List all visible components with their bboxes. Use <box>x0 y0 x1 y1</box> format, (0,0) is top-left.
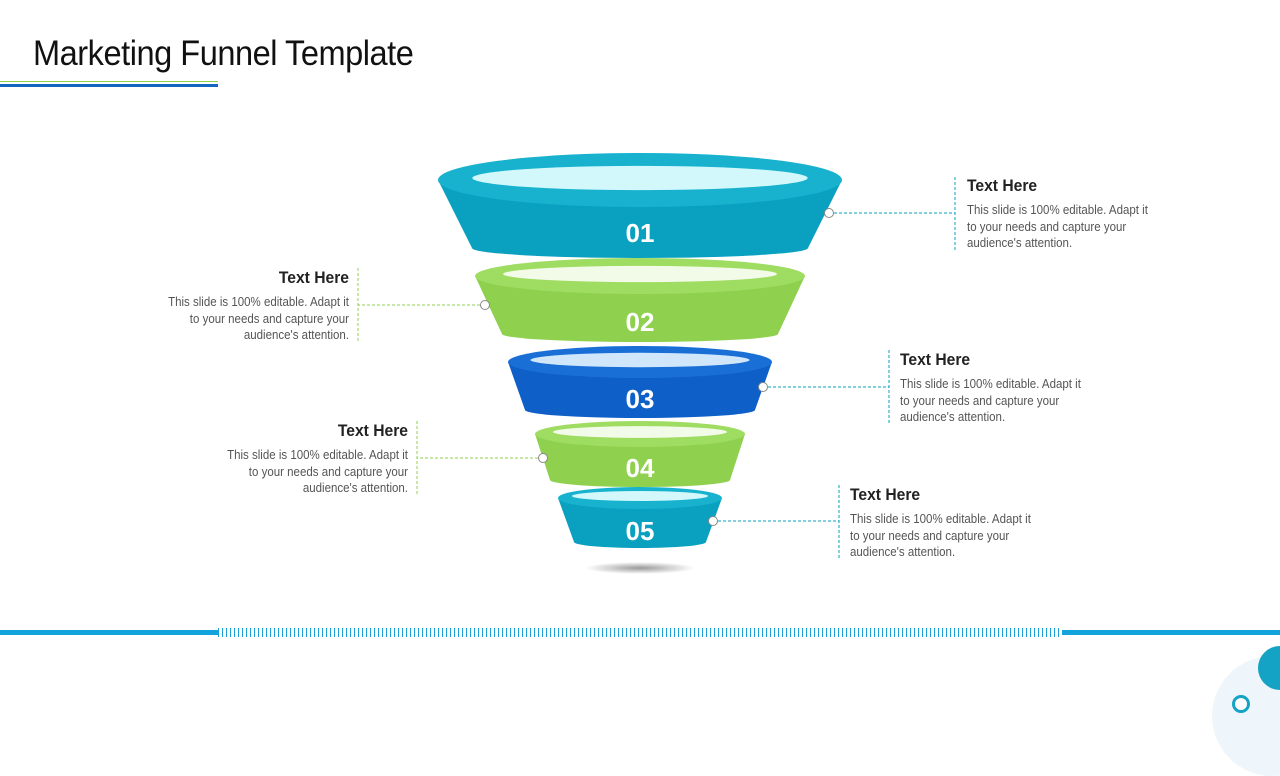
funnel-stage-01: 01 <box>438 153 842 258</box>
funnel-stage-body <box>508 362 772 418</box>
funnel-stage-03: 03 <box>508 346 772 418</box>
connector-dot-04 <box>538 453 548 463</box>
callout-body: This slide is 100% editable. Adapt it to… <box>967 203 1148 250</box>
funnel-stage-body <box>535 434 745 487</box>
funnel-stage-body <box>475 276 805 342</box>
connector-dot-02 <box>480 300 490 310</box>
footer-bar-left <box>0 630 218 635</box>
callout-body: This slide is 100% editable. Adapt it to… <box>850 512 1031 559</box>
funnel-stage-opening <box>472 165 808 191</box>
corner-teal-circle <box>1258 646 1280 690</box>
funnel-stage-opening <box>503 265 777 283</box>
callout-heading: Text Here <box>278 268 349 287</box>
callout-heading: Text Here <box>900 350 971 369</box>
funnel-stage-body <box>558 498 722 548</box>
stage-number-02: 02 <box>626 307 655 337</box>
callout-body: This slide is 100% editable. Adapt it to… <box>900 377 1081 424</box>
callout-heading: Text Here <box>967 176 1038 195</box>
callout-body: This slide is 100% editable. Adapt it to… <box>168 295 349 342</box>
corner-ring <box>1232 695 1250 713</box>
callout-heading: Text Here <box>850 485 921 504</box>
funnel-stage-opening <box>552 426 728 438</box>
connector-dot-01 <box>824 208 834 218</box>
funnel-stage-04: 04 <box>535 421 745 487</box>
funnel-shadow <box>585 562 695 574</box>
stage-number-04: 04 <box>626 453 655 483</box>
callout-heading: Text Here <box>337 421 408 440</box>
footer-bar-right <box>1062 630 1280 635</box>
funnel-stage-05: 05 <box>558 487 722 548</box>
funnel-stage-opening <box>530 352 750 368</box>
callout-body: This slide is 100% editable. Adapt it to… <box>227 448 408 495</box>
title-underline-green <box>0 81 218 82</box>
funnel-diagram: 05 04 03 02 01 <box>357 153 956 574</box>
stage-number-03: 03 <box>626 384 655 414</box>
funnel-stage-02: 02 <box>475 258 805 342</box>
connector-dot-05 <box>708 516 718 526</box>
connector-dot-03 <box>758 382 768 392</box>
funnel-stage-opening <box>571 491 709 501</box>
title-underline-blue <box>0 84 218 87</box>
stage-number-01: 01 <box>626 218 655 248</box>
stage-number-05: 05 <box>626 516 655 546</box>
footer-ticks <box>218 628 1062 637</box>
slide-title: Marketing Funnel Template <box>33 34 414 73</box>
